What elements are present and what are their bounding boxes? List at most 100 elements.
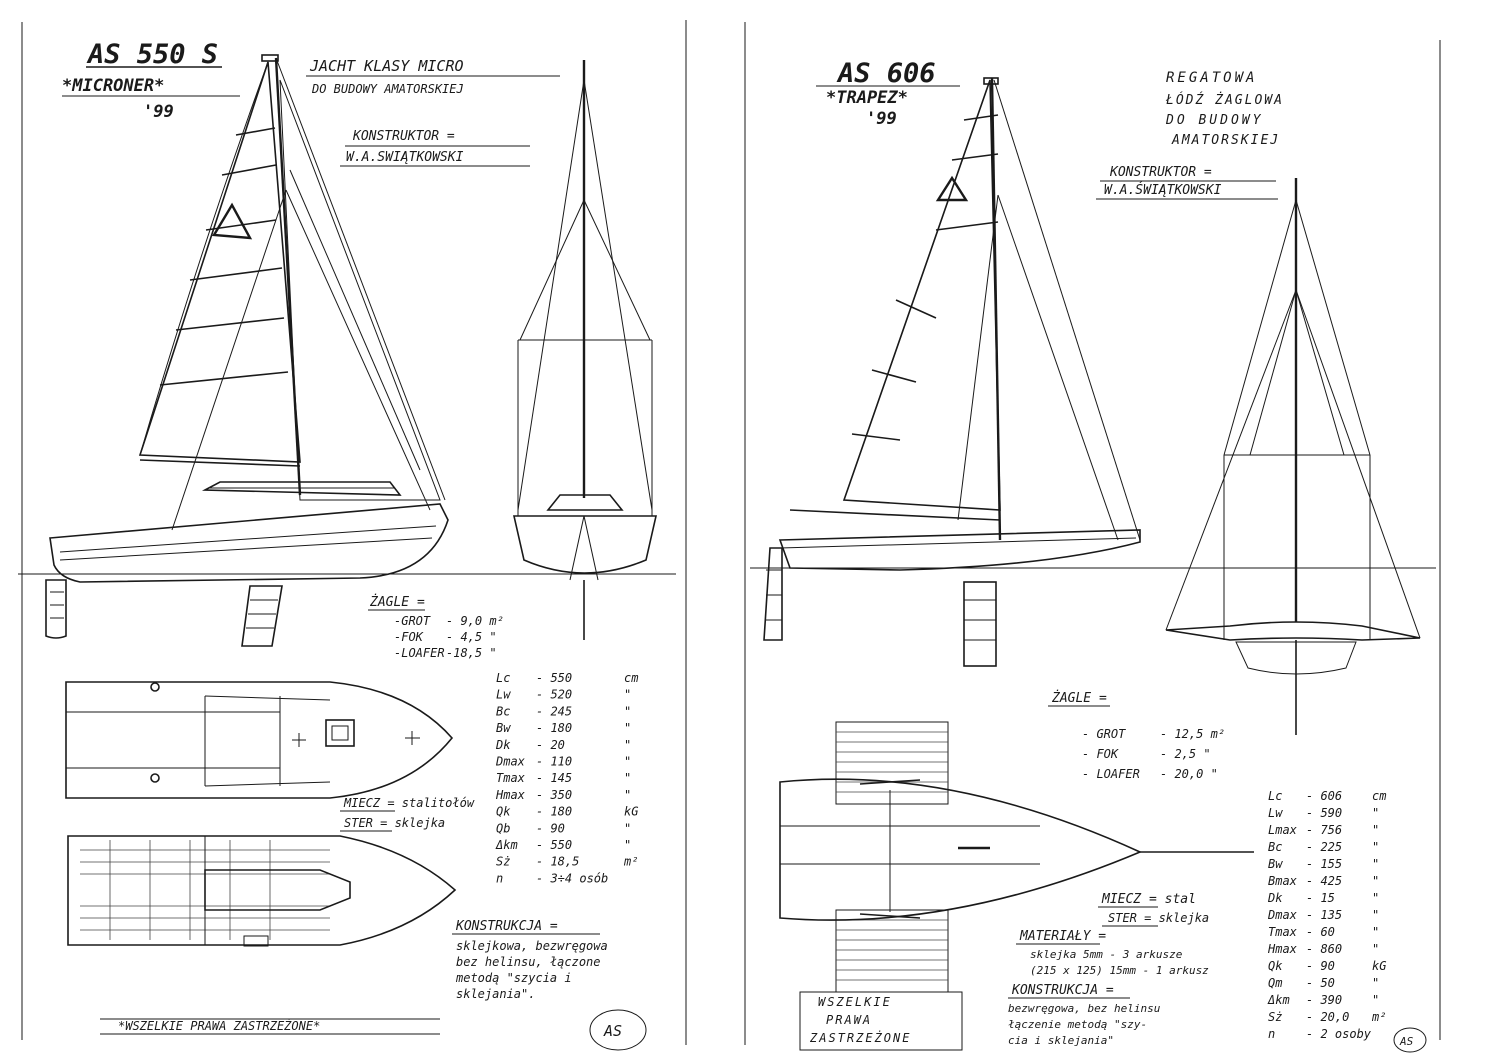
right-subtitle-line-2: ŁÓDŹ ŻAGLOWA (1165, 92, 1284, 108)
left-spec-unit-3: " (624, 704, 631, 718)
left-spec-sym-12: Sż (496, 855, 510, 869)
right-spec-value-5: - 155 (1306, 857, 1342, 871)
right-sails-heading: ŻAGLE = (1051, 690, 1107, 706)
left-spec-sym-7: Tmax (496, 771, 526, 785)
left-copyright: *WSZELKIE PRAWA ZASTRZEŻONE* (118, 1018, 320, 1033)
left-spec-sym-2: Lw (496, 688, 511, 702)
left-spec-value-12: - 18,5 (536, 855, 579, 869)
left-spec-unit-12: m² (623, 855, 638, 869)
left-spec-unit-6: " (624, 755, 631, 769)
right-front-elevation (1165, 178, 1421, 735)
left-sail-value-1: - 9,0 m² (446, 614, 504, 628)
left-sails-heading: ŻAGLE = (369, 594, 425, 610)
right-sail-value-1: - 12,5 m² (1160, 727, 1225, 741)
right-spec-value-8: - 135 (1306, 908, 1342, 922)
left-sail-name-1: -GROT (394, 614, 431, 628)
left-spec-unit-4: " (624, 721, 631, 735)
right-spec-sym-14: Sż (1268, 1010, 1282, 1024)
left-spec-value-2: - 520 (536, 688, 572, 702)
left-construction-heading: KONSTRUKCJA = (455, 919, 558, 934)
left-side-elevation (18, 54, 676, 647)
left-spec-sym-3: Bc (496, 704, 510, 718)
left-spec-value-11: - 550 (536, 838, 572, 852)
left-spec-sym-4: Bw (496, 721, 511, 735)
right-spec-value-6: - 425 (1306, 874, 1342, 888)
left-spec-sym-1: Lc (496, 671, 510, 685)
right-construction-line-1: bezwręgowa, bez helinsu (1008, 1002, 1161, 1015)
right-copyright-line-2: PRAWA (826, 1013, 872, 1027)
right-spec-sym-2: Lw (1268, 806, 1283, 820)
right-spec-unit-8: " (1372, 908, 1379, 922)
left-spec-value-9: - 180 (536, 805, 572, 819)
right-spec-value-15: - 2 osoby (1306, 1027, 1372, 1041)
left-spec-value-1: - 550 (536, 671, 572, 685)
right-spec-unit-12: " (1372, 976, 1379, 990)
right-spec-sym-5: Bw (1268, 857, 1283, 871)
left-spec-unit-5: " (624, 738, 631, 752)
right-construction-line-3: cia i sklejania" (1008, 1034, 1114, 1047)
right-monogram: AS (1399, 1035, 1414, 1048)
right-materials-line-1: sklejka 5mm - 3 arkusze (1030, 948, 1183, 961)
right-spec-unit-2: " (1372, 806, 1379, 820)
left-interior-plan (67, 835, 457, 947)
right-spec-unit-1: cm (1372, 789, 1386, 803)
right-spec-unit-14: m² (1371, 1010, 1386, 1024)
left-sail-name-2: -FOK (394, 630, 424, 644)
left-spec-unit-9: kG (624, 805, 638, 819)
right-spec-value-7: - 15 (1306, 891, 1335, 905)
right-spec-sym-11: Qk (1268, 959, 1283, 973)
left-sail-value-3: -18,5 " (446, 646, 497, 660)
right-spec-sym-9: Tmax (1268, 925, 1298, 939)
left-spec-value-5: - 20 (536, 738, 565, 752)
right-sheet: AS 606 *TRAPEZ* '99 REGATOWA ŁÓDŹ ŻAGLOW… (750, 58, 1436, 1053)
left-construction-line-4: sklejania". (456, 987, 535, 1001)
left-spec-sym-9: Qk (496, 805, 511, 819)
right-spec-value-3: - 756 (1306, 823, 1342, 837)
right-spec-value-4: - 225 (1306, 840, 1342, 854)
left-construction-line-2: bez helinsu, łączone (456, 955, 601, 969)
left-sheet: AS 550 S *MICRONER* '99 JACHT KLASY MICR… (18, 39, 676, 1051)
right-model-name: *TRAPEZ* (826, 88, 908, 108)
right-model-title: AS 606 (836, 58, 936, 89)
right-sail-name-2: - FOK (1082, 747, 1119, 761)
right-spec-sym-10: Hmax (1267, 942, 1298, 956)
left-designer-label: KONSTRUKTOR = (352, 129, 455, 144)
right-sail-value-2: - 2,5 " (1160, 747, 1211, 761)
left-year: '99 (143, 102, 174, 122)
left-subtitle-2: DO BUDOWY AMATORSKIEJ (311, 82, 464, 96)
left-spec-unit-8: " (624, 788, 631, 802)
right-spec-value-12: - 50 (1306, 976, 1335, 990)
right-spec-value-14: - 20,0 (1306, 1010, 1349, 1024)
right-spec-value-2: - 590 (1306, 806, 1342, 820)
left-spec-sym-5: Dk (495, 738, 511, 752)
left-spec-value-3: - 245 (536, 704, 572, 718)
right-spec-unit-5: " (1372, 857, 1379, 871)
left-deck-plan (65, 681, 454, 799)
left-spec-sym-11: Δkm (495, 838, 518, 852)
right-spec-value-1: - 606 (1306, 789, 1342, 803)
right-spec-sym-3: Lmax (1268, 823, 1298, 837)
left-spec-sym-6: Dmax (495, 755, 526, 769)
right-spec-unit-7: " (1372, 891, 1379, 905)
right-spec-sym-8: Dmax (1267, 908, 1298, 922)
left-designer-name: W.A.SWIĄTKOWSKI (346, 150, 464, 165)
left-construction-line-3: metodą "szycia i (455, 971, 572, 985)
right-sail-name-1: - GROT (1082, 727, 1126, 741)
right-copyright-line-3: ZASTRZEŻONE (809, 1030, 911, 1045)
right-sail-value-3: - 20,0 " (1160, 767, 1218, 781)
right-spec-sym-6: Bmax (1268, 874, 1298, 888)
left-spec-unit-7: " (624, 771, 631, 785)
right-spec-sym-13: Δkm (1267, 993, 1290, 1007)
right-spec-unit-13: " (1372, 993, 1379, 1007)
left-spec-unit-10: " (624, 821, 631, 835)
right-designer-label: KONSTRUKTOR = (1109, 165, 1212, 180)
right-construction-heading: KONSTRUKCJA = (1011, 983, 1114, 998)
left-spec-value-6: - 110 (536, 755, 572, 769)
left-rudder-note: STER = sklejka (344, 816, 445, 830)
right-spec-sym-4: Bc (1268, 840, 1282, 854)
right-spec-unit-9: " (1372, 925, 1379, 939)
left-spec-value-4: - 180 (536, 721, 572, 735)
left-spec-unit-1: cm (624, 671, 638, 685)
